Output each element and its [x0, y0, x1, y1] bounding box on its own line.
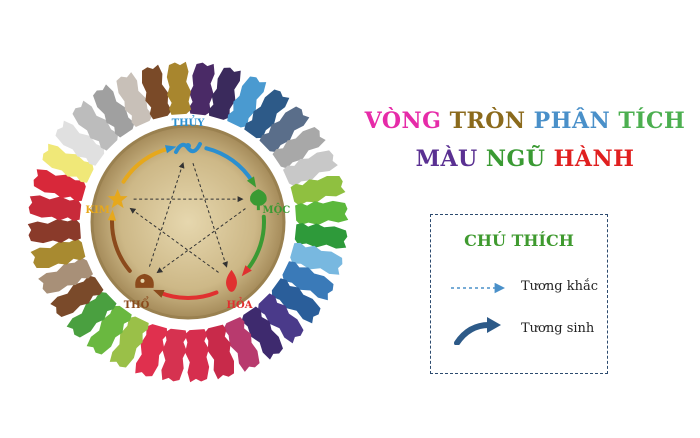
color-swatch [66, 291, 117, 338]
generating-arrow-head [241, 265, 252, 277]
color-swatch [227, 76, 267, 128]
controlling-arrow [129, 207, 219, 273]
color-swatch [295, 200, 349, 226]
generating-arrow [244, 214, 266, 273]
color-swatch [241, 306, 283, 360]
flame-icon [226, 269, 237, 292]
legend-item-controlling: Tương khắc [431, 273, 607, 303]
color-swatch [294, 222, 348, 249]
color-swatch [283, 150, 338, 187]
legend-label: Tương khắc [521, 279, 598, 294]
page-title-line-1: VÒNG TRÒN PHÂN TÍCH [360, 108, 690, 134]
legend-item-generating: Tương sinh [431, 315, 607, 345]
water-wave-icon [174, 142, 202, 154]
dashed-arrow-icon [451, 282, 506, 294]
color-swatch [208, 67, 241, 120]
color-swatch [184, 329, 210, 383]
legend-box: CHÚ THÍCH Tương khắc Tương sinh [430, 214, 608, 374]
generating-arrow [110, 214, 132, 273]
color-swatch [28, 195, 82, 222]
generating-arrow-head [164, 145, 177, 154]
generating-arrow-head [153, 289, 165, 298]
generating-arrow-head [246, 176, 257, 188]
color-swatch [161, 328, 188, 382]
color-swatch [86, 305, 132, 355]
color-swatch [27, 218, 81, 244]
element-kim: KIM [85, 189, 128, 216]
color-swatch [93, 84, 135, 138]
color-swatch [38, 257, 93, 294]
color-swatch [244, 89, 290, 139]
color-swatch [33, 169, 86, 202]
generating-arrow [157, 290, 219, 300]
legend-title: CHÚ THÍCH [464, 231, 574, 250]
color-swatch [30, 238, 86, 268]
element-tho: THỔ [124, 273, 154, 311]
title-word: NGŨ [485, 146, 554, 172]
five-elements-color-wheel: THỦY MỘC HỎA THỔ KIM [27, 61, 349, 383]
color-swatch [271, 278, 321, 324]
element-label: MỘC [263, 204, 291, 216]
element-label: THỔ [124, 297, 150, 311]
element-label: THỦY [172, 116, 206, 129]
generating-cycle [107, 145, 266, 300]
color-swatch [42, 143, 94, 183]
curved-arrow-icon [454, 317, 501, 345]
element-thuy: THỦY [172, 116, 206, 154]
controlling-arrow [156, 208, 246, 274]
color-swatch [50, 275, 104, 317]
tree-icon [250, 189, 267, 211]
color-swatch [188, 62, 215, 116]
color-swatch [109, 316, 149, 368]
center-disc [90, 124, 286, 320]
element-moc: MỘC [250, 189, 290, 216]
color-swatch [135, 324, 168, 377]
metal-star-icon [107, 189, 128, 209]
color-swatch [204, 324, 234, 380]
title-word: TRÒN [449, 108, 534, 134]
color-swatch [116, 72, 153, 127]
legend-label: Tương sinh [521, 321, 595, 336]
color-swatch [223, 317, 260, 372]
title-word: TÍCH [618, 108, 686, 134]
title-word: MÀU [415, 146, 486, 172]
generating-arrow-head [107, 209, 117, 221]
color-swatch [55, 120, 105, 166]
color-swatch [290, 242, 343, 275]
color-swatch [142, 64, 172, 120]
color-swatch [272, 127, 326, 169]
element-label: HỎA [227, 298, 253, 311]
controlling-arrow [148, 162, 185, 267]
element-hoa: HỎA [226, 269, 253, 311]
color-swatch [257, 293, 304, 344]
color-swatch [72, 100, 119, 151]
generating-arrow [204, 146, 255, 184]
page-title-line-2: MÀU NGŨ HÀNH [360, 146, 690, 172]
earth-icon [135, 273, 154, 288]
controlling-cycle [129, 162, 246, 274]
element-nodes: THỦY MỘC HỎA THỔ KIM [85, 116, 290, 311]
controlling-arrow [192, 163, 228, 268]
color-swatch [259, 106, 310, 153]
element-label: KIM [85, 205, 109, 216]
title-word: HÀNH [553, 146, 635, 172]
title-word: PHÂN [533, 108, 619, 134]
generating-arrow [121, 146, 172, 184]
color-swatch [166, 61, 192, 115]
title-word: VÒNG [364, 108, 450, 134]
color-swatch [282, 261, 334, 301]
color-swatch [290, 176, 346, 206]
color-swatch-ring [27, 61, 349, 383]
